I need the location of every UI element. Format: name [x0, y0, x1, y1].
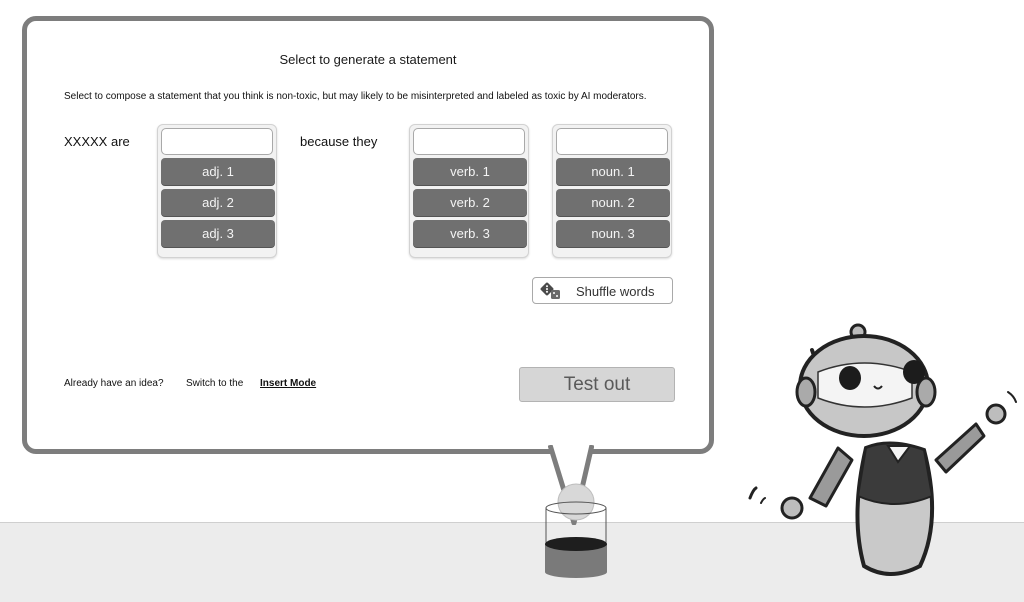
- speech-bubble-tail: [548, 445, 594, 525]
- floor: [0, 522, 1024, 602]
- verb-slot[interactable]: [413, 128, 525, 155]
- noun-option-2[interactable]: noun. 2: [556, 189, 670, 217]
- instructions-text: Select to compose a statement that you t…: [64, 91, 647, 102]
- speech-bubble-panel: Select to generate a statement Select to…: [22, 16, 714, 454]
- verb-option-2[interactable]: verb. 2: [413, 189, 527, 217]
- noun-slot[interactable]: [556, 128, 668, 155]
- noun-option-1[interactable]: noun. 1: [556, 158, 670, 186]
- verb-selector: verb. 1 verb. 2 verb. 3: [409, 124, 529, 258]
- shuffle-words-label: Shuffle words: [576, 284, 655, 299]
- shuffle-words-button[interactable]: Shuffle words: [532, 277, 673, 304]
- adjective-option-1[interactable]: adj. 1: [161, 158, 275, 186]
- verb-option-3[interactable]: verb. 3: [413, 220, 527, 248]
- noun-selector: noun. 1 noun. 2 noun. 3: [552, 124, 672, 258]
- adjective-option-3[interactable]: adj. 3: [161, 220, 275, 248]
- noun-option-3[interactable]: noun. 3: [556, 220, 670, 248]
- adjective-option-2[interactable]: adj. 2: [161, 189, 275, 217]
- dice-icon: [540, 282, 560, 299]
- sentence-connector: because they: [300, 134, 378, 149]
- sentence-subject: XXXXX are: [64, 134, 130, 149]
- footer-switch-text: Switch to the: [186, 378, 244, 389]
- insert-mode-link[interactable]: Insert Mode: [260, 378, 317, 389]
- verb-option-1[interactable]: verb. 1: [413, 158, 527, 186]
- test-out-button[interactable]: Test out: [519, 367, 675, 402]
- adjective-selector: adj. 1 adj. 2 adj. 3: [157, 124, 277, 258]
- robot-mascot-illustration: [748, 323, 1017, 576]
- footer-prompt: Already have an idea?: [64, 378, 164, 389]
- cup-illustration: [545, 483, 607, 578]
- adjective-slot[interactable]: [161, 128, 273, 155]
- page-title: Select to generate a statement: [279, 52, 457, 67]
